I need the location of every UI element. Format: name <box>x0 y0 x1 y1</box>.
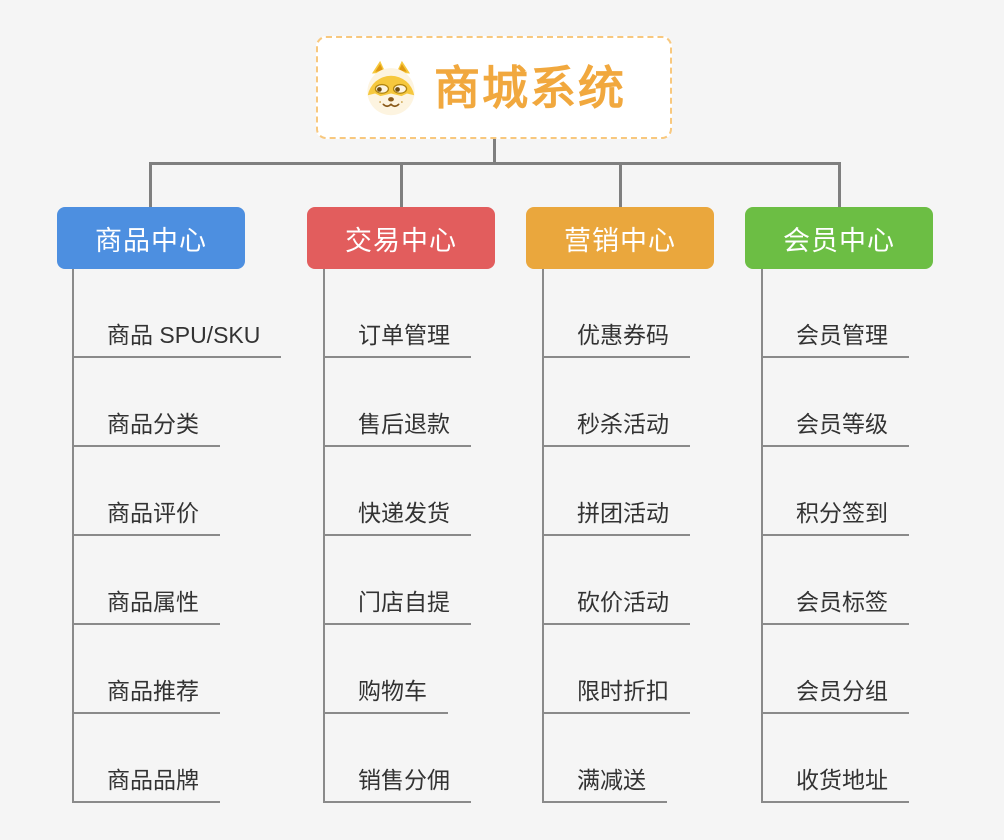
leaf-label: 商品评价 <box>74 499 220 536</box>
leaf-label: 商品 SPU/SKU <box>74 321 282 358</box>
leaf-label: 会员管理 <box>763 321 909 358</box>
leaf-node[interactable]: 会员标签 <box>763 536 909 625</box>
leaf-label: 限时折扣 <box>544 677 690 714</box>
leaf-label: 砍价活动 <box>544 588 690 625</box>
leaf-node[interactable]: 售后退款 <box>325 358 471 447</box>
leaf-label: 商品属性 <box>74 588 220 625</box>
doge-icon <box>367 60 415 115</box>
leaf-label: 门店自提 <box>325 588 471 625</box>
leaf-node[interactable]: 订单管理 <box>325 269 471 358</box>
leaf-column-trade: 订单管理 售后退款 快递发货 门店自提 购物车 销售分佣 <box>323 269 471 803</box>
leaf-column-member: 会员管理 会员等级 积分签到 会员标签 会员分组 收货地址 <box>761 269 909 803</box>
leaf-node[interactable]: 快递发货 <box>325 447 471 536</box>
leaf-node[interactable]: 商品品牌 <box>74 714 281 803</box>
leaf-label: 购物车 <box>325 677 448 714</box>
leaf-node[interactable]: 拼团活动 <box>544 447 690 536</box>
connector-drop-product <box>149 164 152 208</box>
connector-horizontal-bar <box>149 162 841 165</box>
leaf-node[interactable]: 销售分佣 <box>325 714 471 803</box>
leaf-column-product: 商品 SPU/SKU 商品分类 商品评价 商品属性 商品推荐 商品品牌 <box>72 269 282 803</box>
leaf-node[interactable]: 收货地址 <box>763 714 909 803</box>
leaf-node[interactable]: 满减送 <box>544 714 690 803</box>
leaf-label: 快递发货 <box>325 499 471 536</box>
leaf-node[interactable]: 购物车 <box>325 625 471 714</box>
leaf-node[interactable]: 商品 SPU/SKU <box>74 269 282 358</box>
branch-node-product-center[interactable]: 商品中心 <box>57 207 245 269</box>
leaf-label: 会员标签 <box>763 588 909 625</box>
leaf-node[interactable]: 门店自提 <box>325 536 471 625</box>
leaf-node[interactable]: 砍价活动 <box>544 536 690 625</box>
leaf-node[interactable]: 优惠券码 <box>544 269 690 358</box>
branch-label: 交易中心 <box>345 225 457 256</box>
branch-node-member-center[interactable]: 会员中心 <box>745 207 933 269</box>
root-title: 商城系统 <box>434 61 626 114</box>
leaf-node[interactable]: 会员分组 <box>763 625 909 714</box>
leaf-node[interactable]: 商品属性 <box>74 536 281 625</box>
leaf-node[interactable]: 商品分类 <box>74 358 281 447</box>
leaf-node[interactable]: 会员等级 <box>763 358 909 447</box>
leaf-label: 满减送 <box>544 766 667 803</box>
leaf-label: 秒杀活动 <box>544 410 690 447</box>
leaf-node[interactable]: 会员管理 <box>763 269 909 358</box>
connector-drop-trade <box>400 164 403 208</box>
root-node-mall-system[interactable]: 商城系统 <box>316 36 672 139</box>
leaf-label: 商品分类 <box>74 410 220 447</box>
branch-node-marketing-center[interactable]: 营销中心 <box>526 207 714 269</box>
leaf-label: 收货地址 <box>763 766 909 803</box>
leaf-label: 会员等级 <box>763 410 909 447</box>
leaf-label: 拼团活动 <box>544 499 690 536</box>
leaf-label: 优惠券码 <box>544 321 690 358</box>
leaf-label: 积分签到 <box>763 499 909 536</box>
leaf-node[interactable]: 秒杀活动 <box>544 358 690 447</box>
leaf-label: 订单管理 <box>325 321 471 358</box>
leaf-label: 商品品牌 <box>74 766 220 803</box>
leaf-node[interactable]: 限时折扣 <box>544 625 690 714</box>
leaf-node[interactable]: 商品评价 <box>74 447 281 536</box>
leaf-label: 销售分佣 <box>325 766 471 803</box>
leaf-label: 会员分组 <box>763 677 909 714</box>
leaf-label: 商品推荐 <box>74 677 220 714</box>
branch-node-trade-center[interactable]: 交易中心 <box>307 207 495 269</box>
leaf-label: 售后退款 <box>325 410 471 447</box>
branch-label: 商品中心 <box>95 225 207 256</box>
leaf-node[interactable]: 积分签到 <box>763 447 909 536</box>
connector-root-riser <box>493 139 496 164</box>
branch-label: 营销中心 <box>564 225 676 256</box>
leaf-column-marketing: 优惠券码 秒杀活动 拼团活动 砍价活动 限时折扣 满减送 <box>542 269 690 803</box>
connector-drop-marketing <box>619 164 622 208</box>
leaf-node[interactable]: 商品推荐 <box>74 625 281 714</box>
connector-drop-member <box>838 164 841 208</box>
branch-label: 会员中心 <box>783 225 895 256</box>
